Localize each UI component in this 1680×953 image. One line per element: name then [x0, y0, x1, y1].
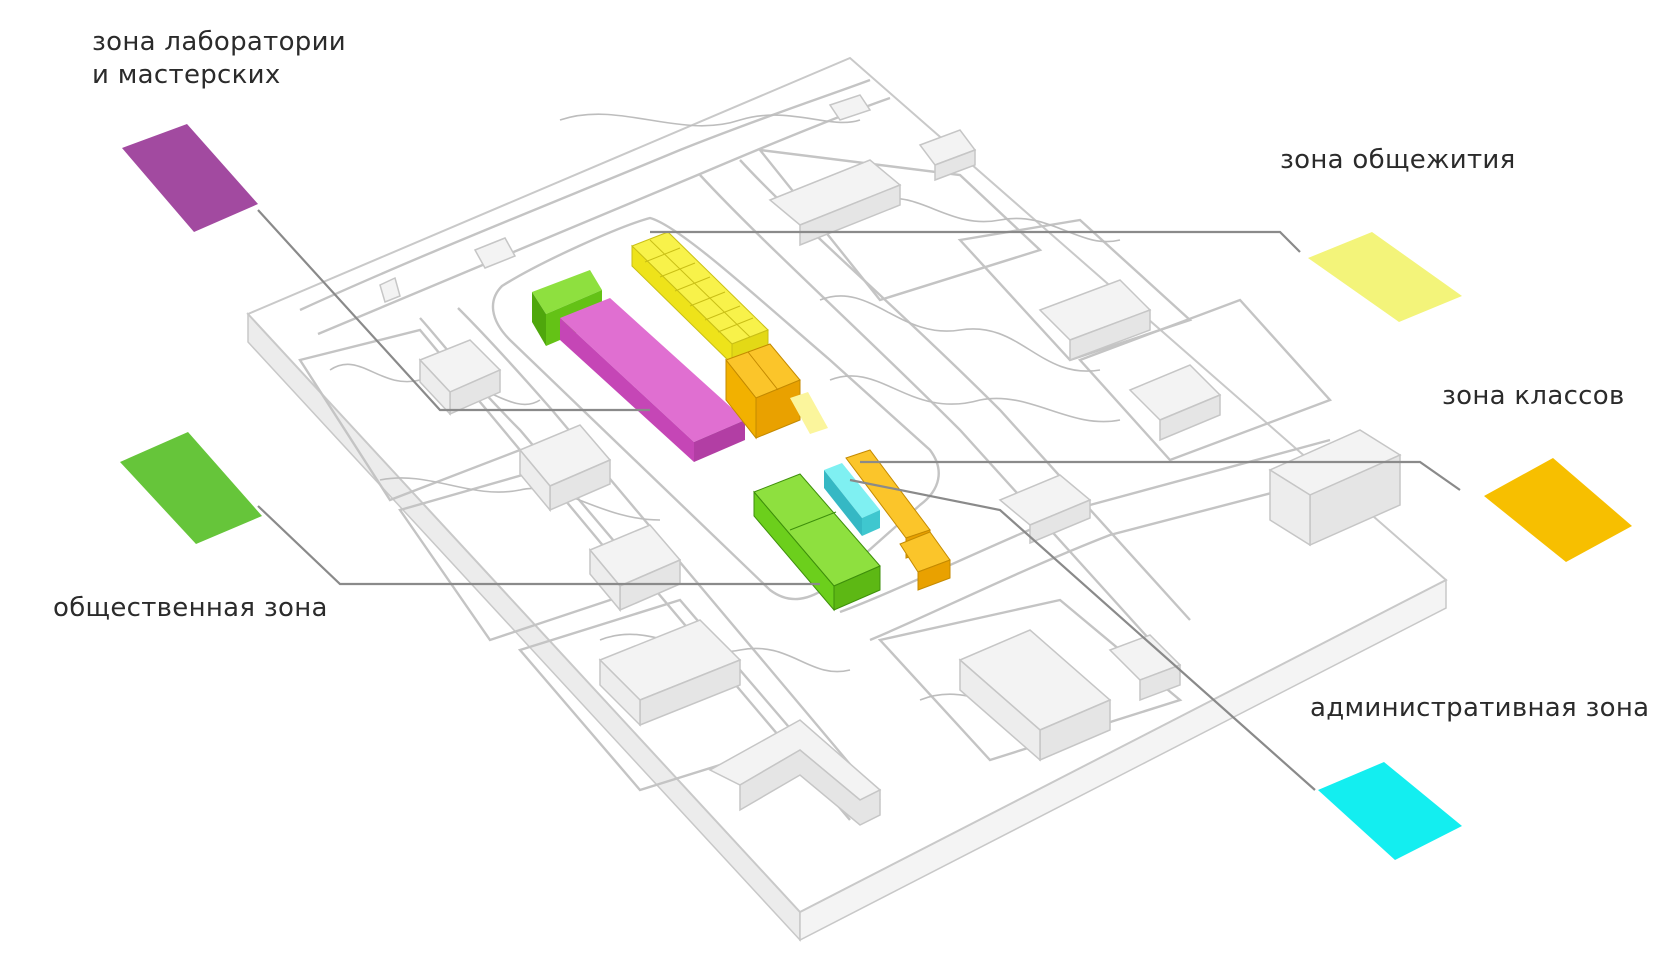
admin-building [824, 463, 880, 536]
parcel-south [877, 598, 1183, 762]
swatch-class [1484, 458, 1632, 562]
parcel-north [757, 148, 1043, 302]
swatch-public [120, 432, 262, 544]
label-public-zone: общественная зона [53, 593, 328, 623]
building-north-4 [473, 237, 517, 269]
building-east-1 [1038, 279, 1152, 362]
road-north-edge-2 [317, 96, 891, 336]
building-north-3 [828, 94, 872, 121]
leader-class [860, 460, 1461, 491]
label-lab-line2: и мастерских [92, 60, 281, 90]
building-east-2 [1128, 364, 1222, 442]
building-north-1 [768, 159, 902, 247]
leader-public [257, 505, 820, 586]
building-east-large [1268, 429, 1402, 547]
swatch-dorm [1308, 232, 1462, 322]
swatch-admin [1318, 762, 1462, 860]
building-east-3 [998, 474, 1092, 545]
parcel-east-2 [1077, 298, 1333, 462]
label-lab-line1: зона лаборатории [92, 27, 347, 57]
label-dorm-zone: зона общежития [1280, 145, 1516, 175]
school-block-outline [491, 216, 940, 601]
house-west-1 [418, 339, 502, 416]
public-building-south [753, 473, 881, 612]
swatch-lab [122, 124, 258, 232]
class-building-north [725, 343, 801, 440]
building-north-2 [918, 129, 977, 182]
leader-admin [849, 478, 1316, 791]
label-class-zone: зона классов [1442, 381, 1625, 411]
legend-swatches [120, 124, 1632, 860]
contour-3 [819, 295, 1101, 372]
leader-lines [257, 209, 1461, 791]
contour-5 [879, 197, 1121, 243]
label-admin-zone: административная зона [1310, 693, 1650, 723]
contour-4 [829, 375, 1121, 423]
house-west-4 [598, 619, 742, 727]
dorm-corridor [790, 392, 828, 434]
road-west-edge-2 [457, 307, 881, 801]
contour-8 [559, 113, 861, 127]
house-west-2 [518, 424, 612, 513]
l-building-south [708, 719, 882, 826]
context-buildings [379, 94, 1402, 826]
building-south-center [958, 629, 1112, 762]
contour-1 [379, 477, 661, 521]
road-south-edge-2 [869, 468, 1361, 642]
contour-6 [599, 633, 851, 673]
building-south-small [1108, 634, 1182, 702]
road-north-edge-1 [299, 78, 871, 312]
leader-lab [257, 209, 650, 412]
leader-dorm [650, 230, 1301, 253]
class-building-south [845, 449, 951, 591]
lab-building [560, 298, 745, 462]
building-north-5 [379, 276, 401, 304]
label-lab-zone: зона лаборатории и мастерских [92, 26, 346, 92]
school-buildings [532, 231, 951, 612]
